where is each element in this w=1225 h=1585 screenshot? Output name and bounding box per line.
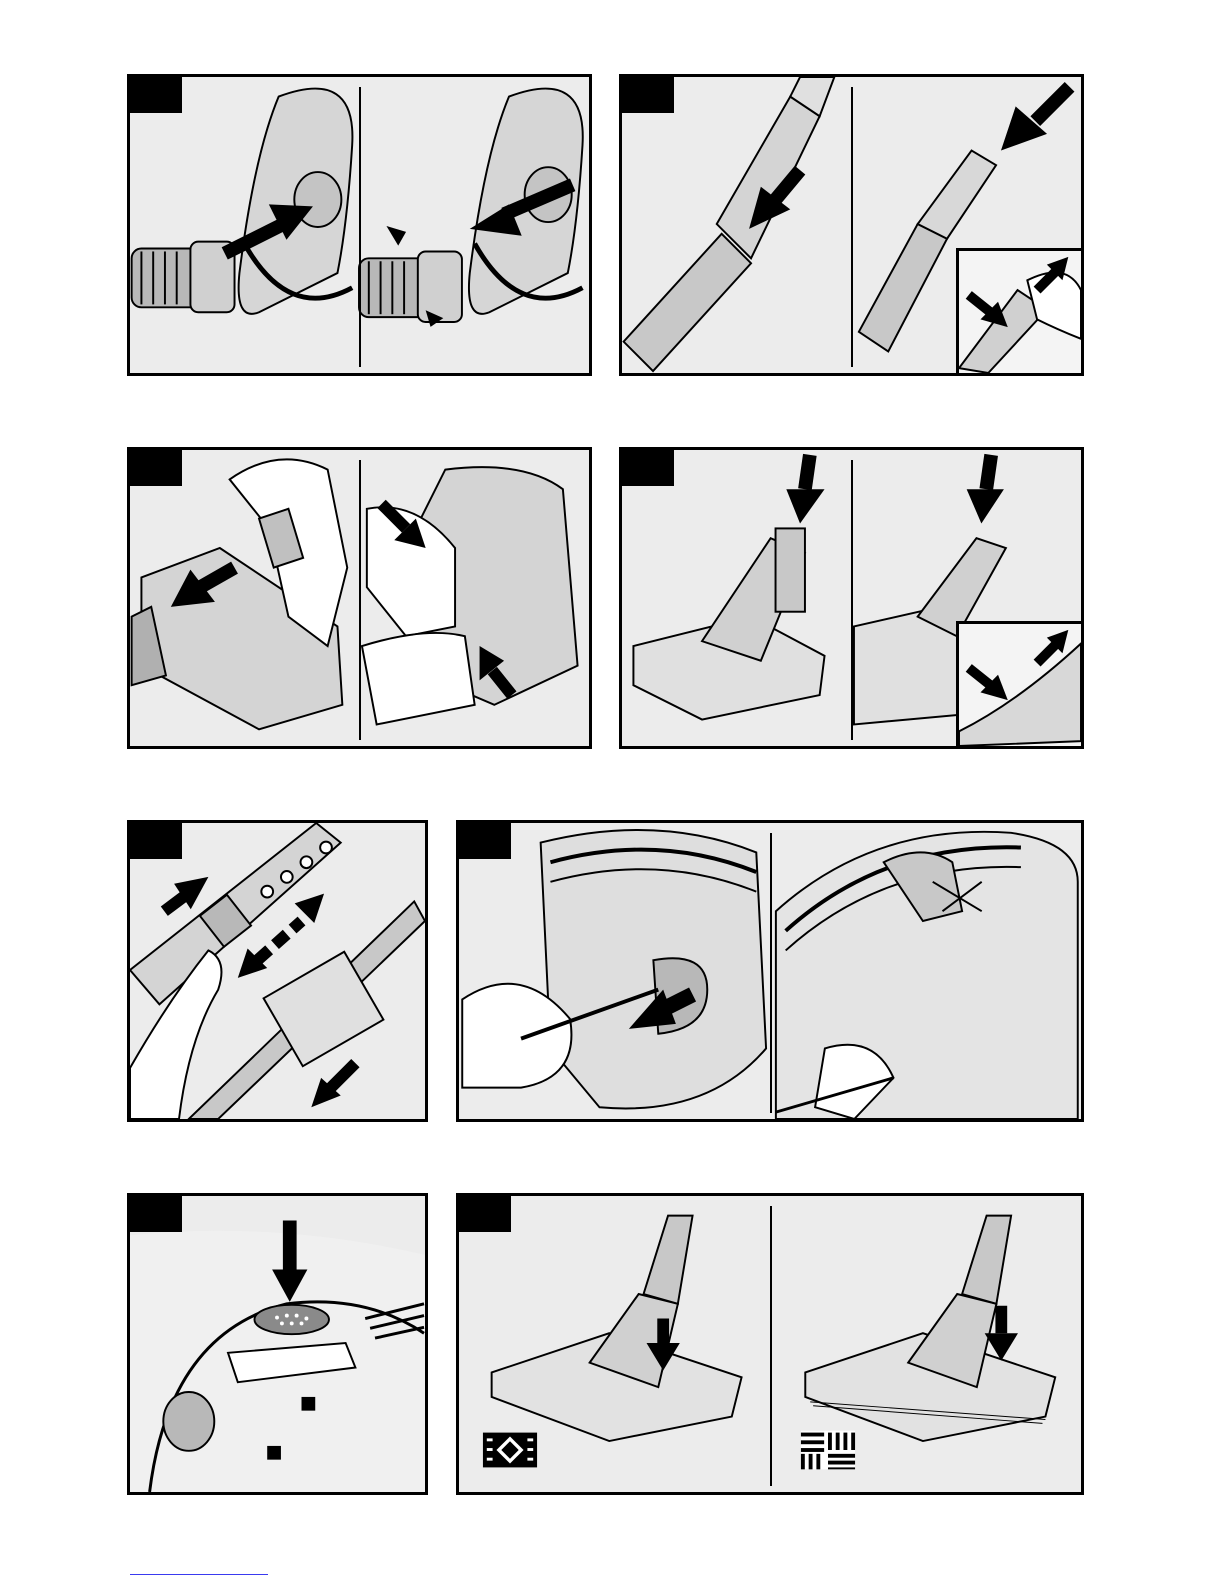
panel-divider (851, 87, 853, 367)
panel-divider (359, 460, 361, 740)
panel-number-tab (130, 1196, 182, 1232)
release-button-detail-illustration (959, 251, 1081, 373)
instruction-panel-accessory-clip (127, 447, 592, 749)
detail-inset (956, 621, 1081, 746)
panel-number-tab (459, 1196, 511, 1232)
instruction-panel-cable-pull-out (456, 820, 1084, 1122)
panel-number-tab (622, 77, 674, 113)
instruction-panel-power-button (127, 1193, 428, 1495)
telescopic-tube-illustration (130, 823, 425, 1119)
panel-number-tab (130, 77, 182, 113)
carpet-setting-icon (481, 1430, 539, 1470)
instruction-panel-tube-connection (619, 74, 1084, 376)
panel-divider (770, 1206, 772, 1486)
panel-number-tab (130, 823, 182, 859)
panel-divider (770, 833, 772, 1113)
detail-inset (956, 248, 1081, 373)
hard-floor-setting-icon (799, 1428, 857, 1472)
panel-divider (851, 460, 853, 740)
instruction-panel-hose-connection (127, 74, 592, 376)
footer-underline (130, 1574, 268, 1575)
power-button-illustration (130, 1196, 425, 1492)
panel-number-tab (459, 823, 511, 859)
panel-number-tab (130, 450, 182, 486)
instruction-panel-floor-nozzle-connection (619, 447, 1084, 749)
instruction-panel-floor-nozzle-settings (456, 1193, 1084, 1495)
instruction-panel-telescopic-tube-adjust (127, 820, 428, 1122)
nozzle-release-detail-illustration (959, 624, 1081, 746)
panel-number-tab (622, 450, 674, 486)
panel-divider (359, 87, 361, 367)
